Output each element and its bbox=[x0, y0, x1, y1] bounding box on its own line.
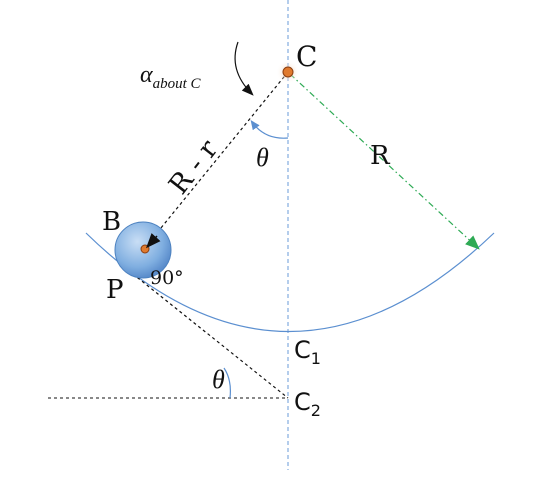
circular-track-arc bbox=[85, 232, 495, 332]
theta-angle-arc-top bbox=[250, 120, 289, 139]
radius-arrow bbox=[289, 73, 480, 250]
label-c2: C2 bbox=[294, 388, 321, 420]
pivot-c bbox=[282, 66, 294, 78]
theta-angle-arc-bottom bbox=[223, 367, 231, 399]
ball-center-dot bbox=[140, 244, 150, 254]
ball-force-arrow bbox=[145, 233, 161, 249]
radius-diff-line bbox=[142, 71, 289, 251]
label-theta-top: θ bbox=[256, 143, 269, 172]
alpha-rotation-arrow bbox=[234, 41, 254, 96]
label-theta-bottom: θ bbox=[212, 365, 225, 394]
label-r-minus-r: R - r bbox=[163, 134, 224, 200]
label-b: B bbox=[102, 207, 121, 237]
label-p: P bbox=[106, 275, 124, 305]
label-r: R bbox=[370, 141, 391, 171]
label-right-angle: 90° bbox=[150, 267, 184, 289]
label-c1: C1 bbox=[294, 336, 321, 368]
label-alpha: αabout C bbox=[140, 62, 202, 92]
tangent-line bbox=[127, 269, 289, 399]
label-c: C bbox=[296, 40, 317, 73]
